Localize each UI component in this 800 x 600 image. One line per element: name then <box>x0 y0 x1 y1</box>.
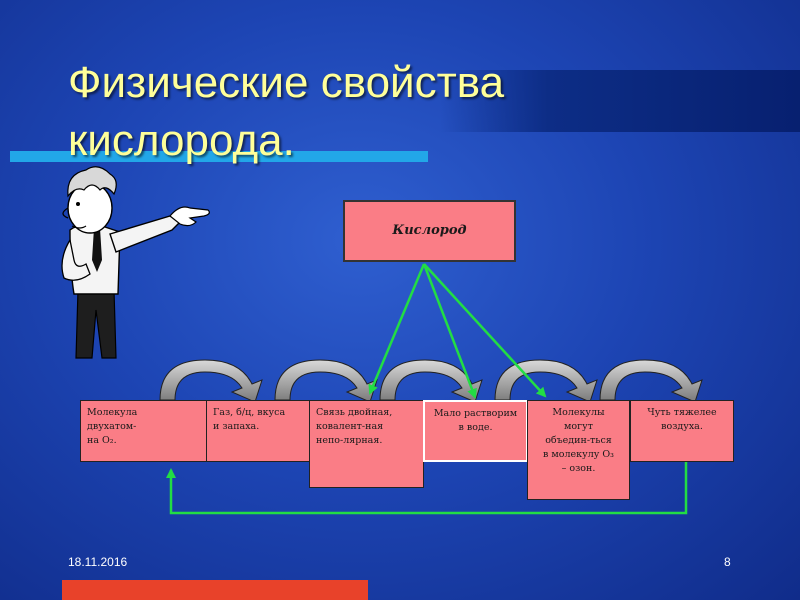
property-box-bond: Связь двойная, ковалент-ная непо-лярная. <box>309 400 424 488</box>
decorative-bar-cyan <box>10 151 428 162</box>
property-box-solubility: Мало растворим в воде. <box>423 400 528 462</box>
root-node-oxygen: Кислород <box>343 200 516 262</box>
footer-date: 18.11.2016 <box>68 555 128 569</box>
slide-number: 8 <box>724 555 731 569</box>
property-box-molecule: Молекула двухатом- на O₂. <box>80 400 207 462</box>
decorative-bar-top <box>440 70 800 132</box>
property-box-gas: Газ, б/ц, вкуса и запаха. <box>206 400 310 462</box>
property-box-density: Чуть тяжелее воздуха. <box>630 400 734 462</box>
decorative-bar-bottom <box>62 580 368 600</box>
curved-arrows <box>159 359 703 403</box>
pointing-man-illustration <box>61 166 210 359</box>
property-box-ozone: Молекулы могут объедин-ться в молекулу O… <box>527 400 630 500</box>
green-arrows <box>166 263 688 515</box>
slide-title: Физические свойства кислорода. <box>68 58 505 165</box>
